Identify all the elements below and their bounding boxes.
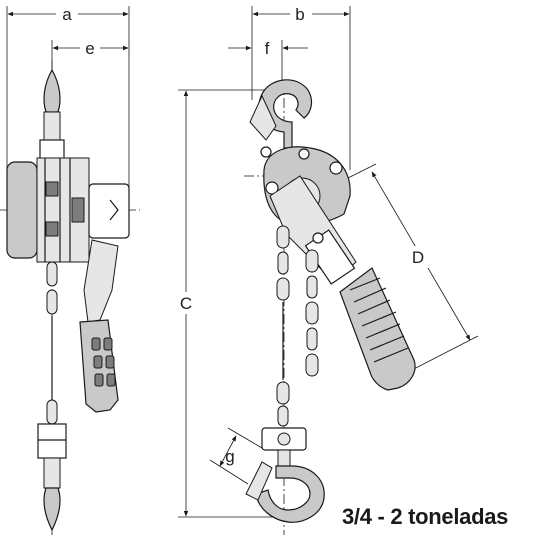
dimension-a: a	[7, 4, 129, 24]
top-hook-side	[43, 68, 61, 113]
dim-label-C: C	[180, 294, 192, 313]
dimension-b: b	[252, 4, 350, 24]
bottom-hook-shank-front	[277, 449, 291, 467]
bottom-hook-front	[255, 465, 325, 523]
bolt-2	[45, 221, 59, 237]
load-chain-front	[276, 225, 290, 427]
dimension-e: e	[52, 39, 129, 58]
dim-label-D: D	[412, 248, 424, 267]
dim-label-f: f	[265, 39, 270, 58]
front-view: b f C D g	[176, 4, 479, 535]
top-hook-front	[258, 79, 313, 149]
lever-grip-front	[339, 267, 416, 391]
capacity-caption: 3/4 - 2 toneladas	[342, 504, 509, 529]
dim-label-e: e	[85, 39, 94, 58]
top-hook-shank	[43, 111, 61, 143]
slack-chain	[305, 249, 319, 377]
dim-label-g: g	[225, 447, 234, 466]
lever-hub	[88, 183, 130, 239]
dim-label-a: a	[62, 5, 72, 24]
top-safety-latch	[249, 94, 277, 141]
bolt-1	[45, 181, 59, 197]
bottom-hook-shank	[43, 457, 61, 489]
bottom-hook-side	[43, 487, 61, 532]
bottom-block-side	[37, 423, 67, 459]
load-chain-side	[46, 261, 58, 425]
dimension-g: g	[209, 427, 263, 485]
top-swivel	[39, 139, 65, 161]
dim-label-b: b	[295, 5, 304, 24]
center-nut	[71, 197, 85, 223]
side-view: a e	[0, 4, 140, 535]
dimension-D: D	[299, 163, 479, 373]
housing-left-cover	[6, 161, 38, 259]
bottom-safety-latch	[245, 461, 273, 501]
dimension-f: f	[228, 39, 308, 58]
